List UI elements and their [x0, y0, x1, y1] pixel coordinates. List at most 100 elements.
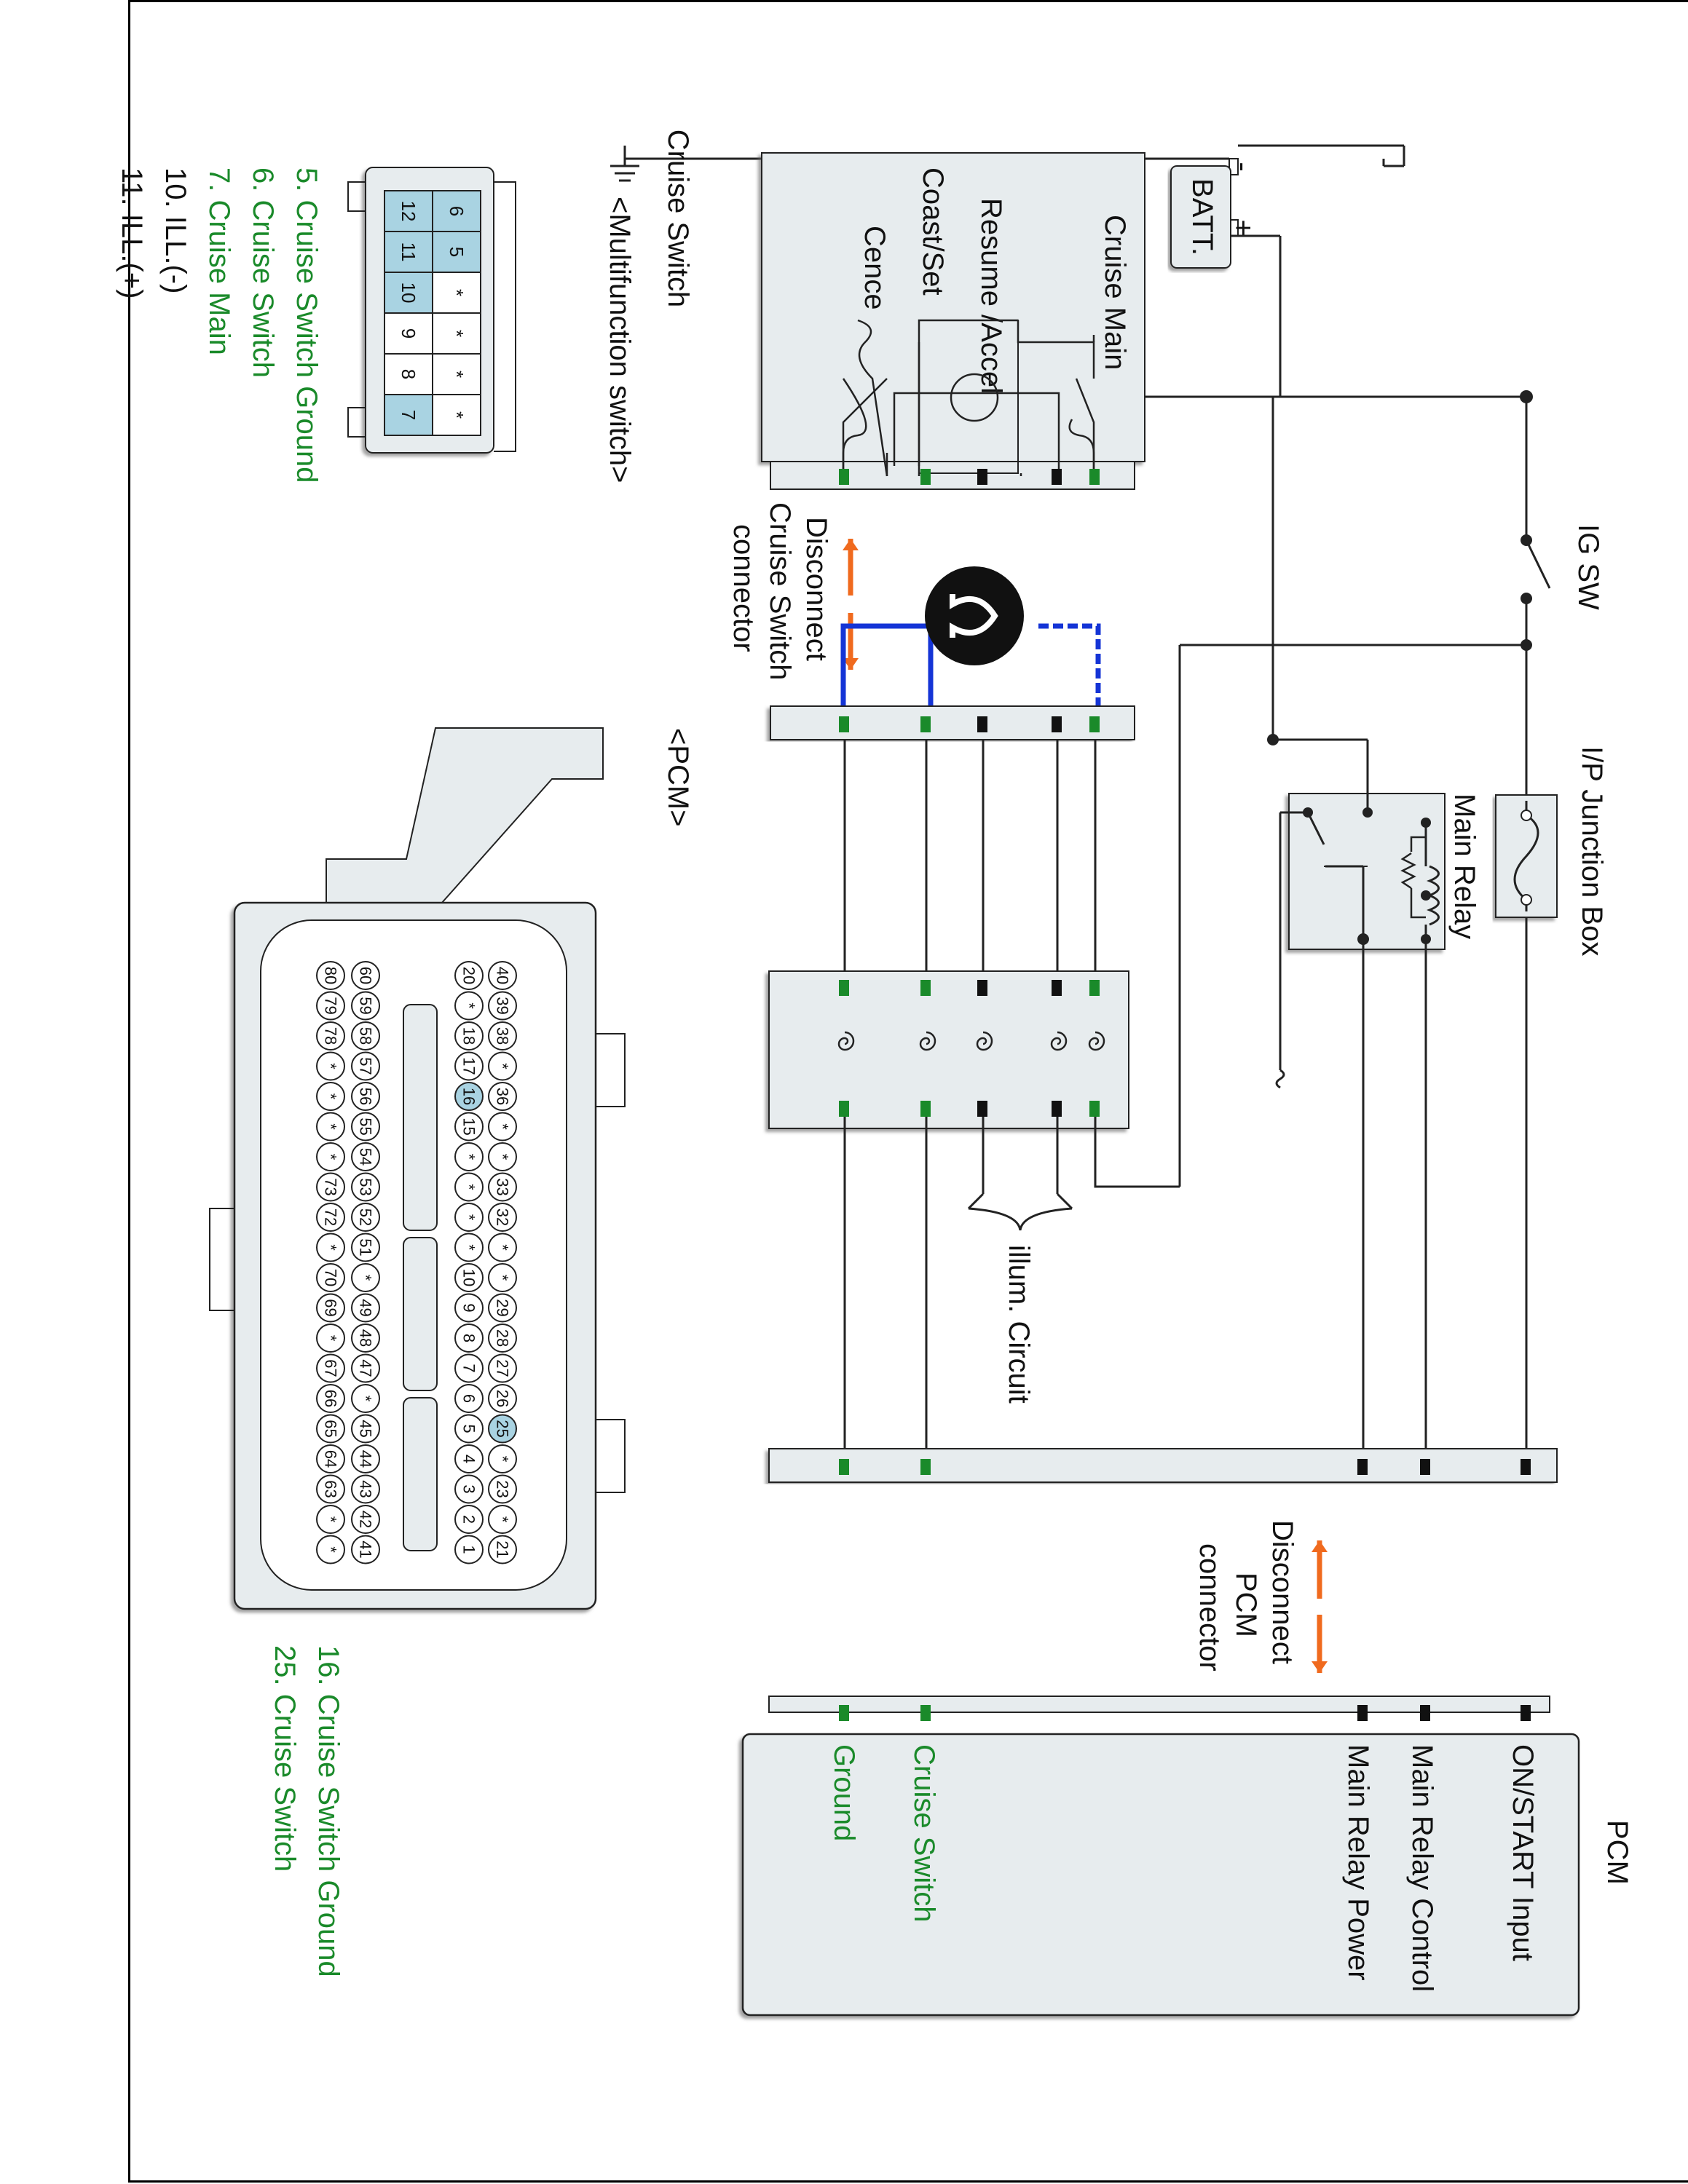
pcm-pin-16: 16. Cruise Switch Ground — [312, 1645, 344, 1977]
pcm-pin — [488, 1172, 517, 1202]
pcm-pin-label: * — [322, 1546, 340, 1553]
pcm-pin-label: * — [494, 1275, 512, 1281]
pcm-pin — [454, 1353, 484, 1383]
pcm-pin — [488, 1051, 517, 1081]
pcm-pin — [454, 1112, 484, 1142]
pcm-pin-label: * — [460, 1214, 478, 1221]
pcm-pin-label: 80 — [322, 967, 340, 984]
pcm-pin — [488, 1293, 517, 1323]
coast-set-label: Coast/Set — [917, 167, 949, 296]
pcm-pin — [351, 991, 380, 1021]
mf-cell-label: 7 — [398, 410, 419, 420]
pcm-pin — [351, 961, 380, 990]
pcm-pin-label: 69 — [322, 1299, 340, 1316]
pcm-pin-label: * — [494, 1244, 512, 1251]
pcm-pin-label: * — [460, 1244, 478, 1251]
pcm-pin-label: 41 — [357, 1540, 375, 1558]
pcm-pin-label: 47 — [357, 1359, 375, 1377]
battery-label: BATT. — [1186, 178, 1218, 256]
mf-cell — [384, 394, 433, 436]
mf-cell-label: * — [446, 289, 468, 296]
pcm-pin-label: 70 — [322, 1269, 340, 1286]
pcm-pin-label: 29 — [494, 1299, 512, 1316]
pcm-pin — [351, 1233, 380, 1262]
pcm-pin-label: 63 — [322, 1480, 340, 1497]
pcm-pin-label: 18 — [460, 1027, 478, 1045]
mf-pin-7: 7. Cruise Main — [203, 167, 235, 355]
mf-cell-label: 10 — [398, 282, 419, 304]
pcm-pin-label: * — [322, 1516, 340, 1523]
pcm-pin — [454, 1142, 484, 1171]
pcm-pin-label: 39 — [494, 997, 512, 1014]
pcm-pin-label: 54 — [357, 1148, 375, 1166]
pcm-pin-label: 79 — [322, 997, 340, 1014]
pcm-connector: 20*18171615****10987654321403938*36**333… — [209, 727, 626, 1610]
pcm-pin — [351, 1021, 380, 1051]
pcm-pin — [316, 1444, 345, 1473]
pcm-pin-label: * — [322, 1244, 340, 1251]
pcm-pin-label: 43 — [357, 1480, 375, 1497]
disconnect-cruise-line2: Cruise Switch — [764, 502, 796, 681]
pcm-pin-label: 33 — [494, 1178, 512, 1195]
pcm-connector-title: <PCM> — [662, 728, 694, 827]
pcm-pin-label: * — [494, 1456, 512, 1463]
pcm-input-cruise-switch: Cruise Switch — [908, 1744, 940, 1923]
battery-minus-label: - — [1227, 162, 1259, 171]
pcm-pin-label: * — [322, 1335, 340, 1342]
cruise-main-label: Cruise Main — [1099, 215, 1131, 370]
pcm-input-relay-control: Main Relay Control — [1406, 1744, 1438, 1992]
pcm-pin — [316, 1233, 345, 1262]
pcm-pin — [351, 1142, 380, 1171]
pcm-pin-label: 44 — [357, 1450, 375, 1468]
pcm-pin — [488, 1233, 517, 1262]
pcm-pin-label: 60 — [357, 967, 375, 984]
pcm-pin — [316, 1112, 345, 1142]
pcm-pin — [351, 1444, 380, 1473]
pcm-pin — [454, 1535, 484, 1564]
pcm-pin-label: 36 — [494, 1088, 512, 1105]
cruise-wires — [843, 740, 1097, 983]
pcm-pin-list: 16. Cruise Switch Ground 25. Cruise Swit… — [269, 1645, 344, 1977]
pcm-pin — [454, 1505, 484, 1534]
pcm-pin-label: 20 — [460, 967, 478, 984]
ohmmeter — [840, 566, 1101, 721]
pcm-pin — [488, 1353, 517, 1383]
pcm-pin — [454, 1324, 484, 1353]
pcm-pin-label: 32 — [494, 1208, 512, 1226]
pcm-pin — [454, 1293, 484, 1323]
mf-cell-label: 9 — [398, 328, 419, 339]
pcm-input-ground: Ground — [828, 1744, 860, 1841]
cruise-switch-contacts — [842, 319, 1095, 477]
pcm-pin — [454, 1444, 484, 1473]
pcm-pin — [351, 1505, 380, 1534]
pcm-pin — [351, 1384, 380, 1413]
pcm-pin-label: 1 — [460, 1545, 478, 1554]
pcm-pin — [488, 1384, 517, 1413]
pcm-pin — [454, 991, 484, 1021]
pcm-pin — [316, 1474, 345, 1504]
pcm-pin — [351, 1535, 380, 1564]
pcm-pin — [351, 1353, 380, 1383]
pcm-pin — [454, 1203, 484, 1232]
pcm-pin-label: * — [494, 1063, 512, 1069]
pcm-pin — [454, 1384, 484, 1413]
pcm-harness-connector — [768, 1448, 1558, 1483]
pcm-pin — [488, 1021, 517, 1051]
pcm-pin — [316, 991, 345, 1021]
pcm-pin-label: 16 — [460, 1088, 478, 1105]
pcm-pin-label: * — [494, 1123, 512, 1130]
pcm-pin — [454, 1474, 484, 1504]
disconnect-pcm-line3: connector — [1194, 1543, 1226, 1671]
pcm-pin — [316, 1203, 345, 1232]
pcm-pin — [351, 1324, 380, 1353]
pcm-pin-label: 58 — [357, 1027, 375, 1045]
junction-box-label: I/P Junction Box — [1576, 746, 1608, 956]
pcm-pin-label: 4 — [460, 1455, 478, 1463]
pcm-pin — [488, 1414, 517, 1444]
mf-cell-label: 12 — [398, 201, 419, 222]
pcm-pin — [316, 1082, 345, 1111]
pcm-pin — [316, 1142, 345, 1171]
pcm-pin — [316, 1353, 345, 1383]
pcm-pin-label: 7 — [460, 1364, 478, 1372]
pcm-pin — [351, 1082, 380, 1111]
